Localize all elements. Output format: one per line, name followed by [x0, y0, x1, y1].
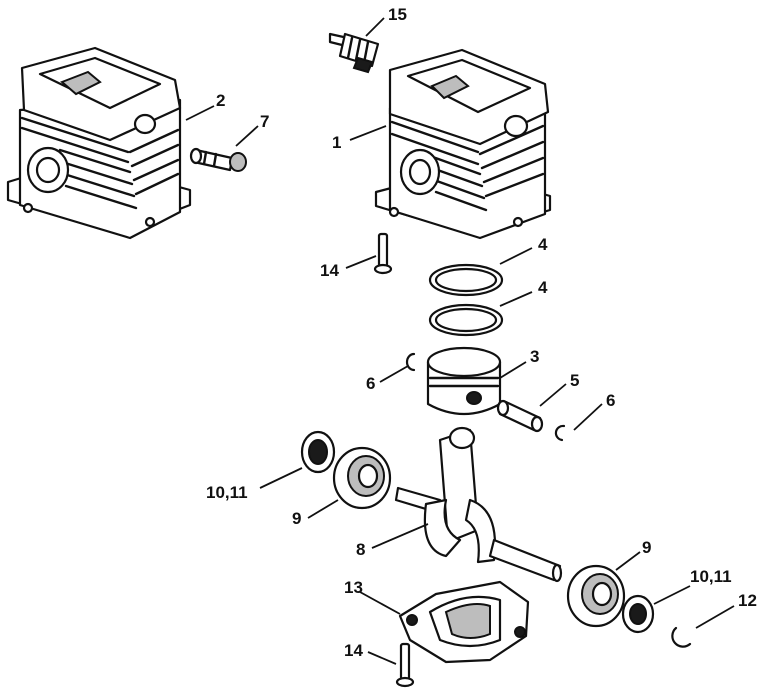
spark-plug-part-15 [328, 32, 380, 74]
callout-4-upper: 4 [538, 235, 548, 254]
screw-part-14-lower [395, 642, 415, 688]
piston-pin-part-5 [496, 399, 544, 433]
callout-3: 3 [530, 347, 539, 366]
piston-part-3 [426, 346, 502, 415]
callout-1: 1 [332, 133, 341, 152]
callout-5: 5 [570, 371, 579, 390]
callout-9-left: 9 [292, 509, 301, 528]
callout-10-11-left: 10,11 [206, 483, 248, 502]
crankshaft-part-8 [394, 426, 563, 583]
callout-7: 7 [260, 112, 269, 131]
callout-9-right: 9 [642, 538, 651, 557]
leader-lines [185, 17, 735, 665]
circlip-part-6-left [405, 352, 416, 372]
piston-rings-part-4 [428, 263, 504, 337]
decomp-valve-part-7 [189, 147, 247, 172]
callout-10-11-right: 10,11 [690, 567, 732, 586]
cylinder-part-1 [374, 48, 552, 240]
screw-part-14-upper [373, 232, 393, 275]
ball-bearing-part-9-left [332, 446, 392, 510]
callout-14-upper: 14 [320, 261, 339, 280]
callout-4-lower: 4 [538, 278, 548, 297]
retaining-ring-part-12 [671, 626, 692, 648]
circlip-part-6-right [554, 424, 566, 442]
ball-bearing-part-9-right [566, 564, 626, 628]
callout-15: 15 [388, 5, 407, 24]
callout-6-right: 6 [606, 391, 615, 410]
callout-8: 8 [356, 540, 365, 559]
cylinder-part-2 [6, 46, 192, 240]
callout-13: 13 [344, 578, 363, 597]
callout-2: 2 [216, 91, 225, 110]
callout-6-left: 6 [366, 374, 375, 393]
oil-seal-part-10-11-right [621, 594, 655, 634]
crankcase-bottom-part-13 [398, 580, 530, 664]
callout-14-lower: 14 [344, 641, 363, 660]
oil-seal-part-10-11-left [300, 430, 336, 474]
callout-12: 12 [738, 591, 757, 610]
